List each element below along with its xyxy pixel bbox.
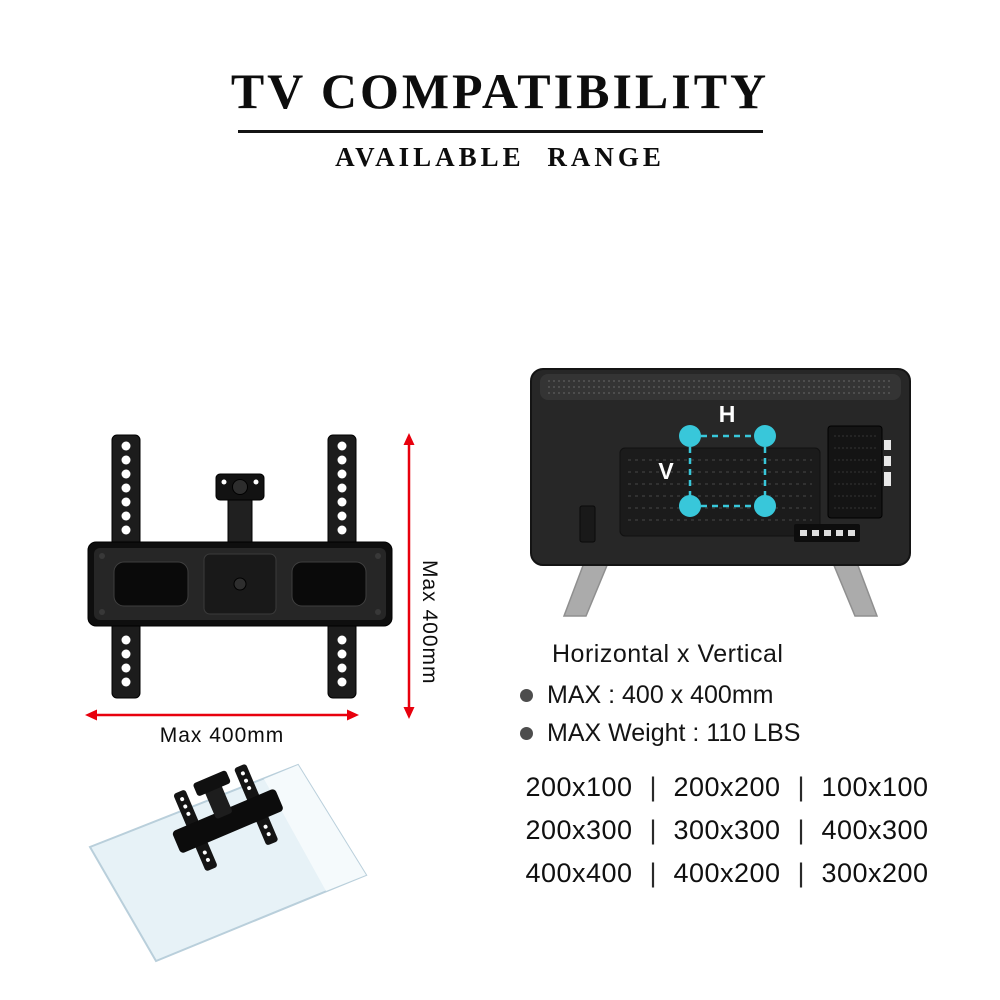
page-subtitle: AVAILABLE RANGE	[335, 142, 665, 172]
tv-side-connectors	[884, 440, 891, 486]
vesa-row: 400x400 | 400x200 | 300x200	[518, 858, 958, 888]
mini-mount	[172, 764, 283, 871]
vesa-size: 200x100	[525, 772, 633, 802]
vesa-size: 100x100	[821, 772, 929, 802]
horizontal-dimension-arrow	[85, 709, 359, 721]
vesa-size: 200x200	[673, 772, 781, 802]
vesa-size-list: 200x100 | 200x200 | 100x100 200x300 | 30…	[518, 772, 958, 901]
tv-vent-panel	[619, 447, 821, 537]
spec-max-vesa: MAX : 400 x 400mm	[520, 681, 970, 710]
vesa-hole-markers	[679, 425, 776, 517]
mount-plate-right-cutout	[291, 561, 367, 607]
spec-max-weight: MAX Weight : 110 LBS	[520, 719, 970, 748]
arrow-right-head	[347, 709, 359, 721]
page-title: TV COMPATIBILITY	[230, 63, 770, 119]
wall-mount-drawing	[87, 434, 393, 699]
vesa-size: 200x300	[525, 815, 633, 845]
wall-mount-front-illustration	[80, 430, 400, 710]
spec-max-vesa-text: MAX : 400 x 400mm	[547, 681, 774, 709]
tv-back-illustration: H V	[528, 366, 913, 621]
mount-on-screen-illustration	[88, 763, 368, 963]
bullet-icon	[520, 689, 533, 702]
vesa-size: 400x300	[821, 815, 929, 845]
separator: |	[649, 772, 657, 802]
specs-section: Horizontal x Vertical MAX : 400 x 400mm …	[520, 640, 970, 757]
tv-speaker-grille	[540, 374, 901, 400]
horizontal-dimension-label: Max 400mm	[159, 724, 285, 747]
mount-arm-knob	[232, 479, 248, 495]
vesa-size: 400x200	[673, 858, 781, 888]
separator: |	[797, 772, 805, 802]
separator: |	[797, 815, 805, 845]
tilted-screen-drawing	[88, 763, 368, 963]
separator: |	[649, 858, 657, 888]
spec-max-weight-text: MAX Weight : 110 LBS	[547, 719, 801, 747]
vesa-size: 300x300	[673, 815, 781, 845]
mount-right-rail-holes	[337, 441, 347, 687]
arrow-up-head	[403, 433, 415, 445]
vertical-dimension-arrow	[403, 433, 415, 719]
tv-right-leg	[831, 562, 879, 617]
separator: |	[797, 858, 805, 888]
arrow-left-head	[85, 709, 97, 721]
vesa-size: 400x400	[525, 858, 633, 888]
horizontal-axis-label: H	[719, 401, 736, 427]
tv-left-leg	[562, 562, 610, 617]
vesa-row: 200x300 | 300x300 | 400x300	[518, 815, 958, 845]
header: TV COMPATIBILITY AVAILABLE RANGE	[0, 62, 1000, 173]
mount-left-rail-holes	[121, 441, 131, 687]
mount-plate-left-cutout	[113, 561, 189, 607]
separator: |	[649, 815, 657, 845]
tv-notch	[579, 505, 596, 543]
specs-heading: Horizontal x Vertical	[552, 640, 784, 668]
bullet-icon	[520, 727, 533, 740]
vertical-axis-label: V	[658, 458, 674, 484]
vesa-pattern-lines	[688, 434, 767, 508]
vesa-row: 200x100 | 200x200 | 100x100	[518, 772, 958, 802]
vertical-dimension-label: Max 400mm	[418, 559, 441, 685]
tv-back-drawing: H V	[530, 368, 911, 617]
title-divider	[237, 130, 763, 133]
arrow-down-head	[403, 707, 415, 719]
vesa-size: 300x200	[821, 858, 929, 888]
